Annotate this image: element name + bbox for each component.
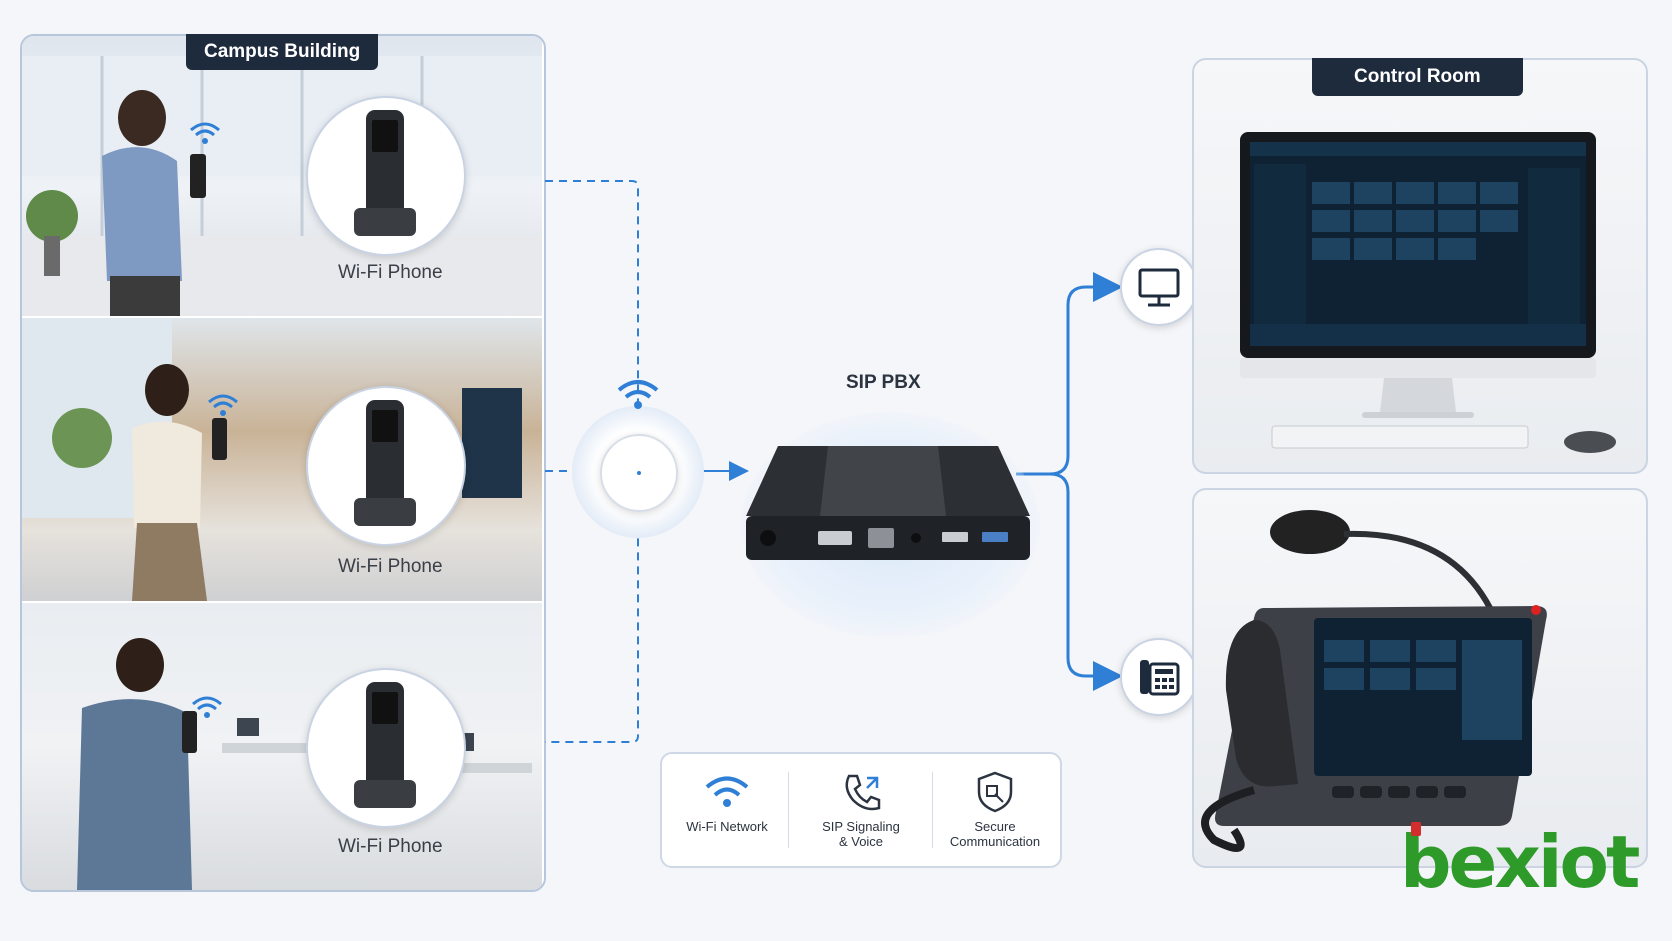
legend-label: Wi-Fi Network (686, 819, 768, 834)
legend-label: Secure Communication (949, 819, 1041, 849)
brand-logo-accent (1411, 822, 1421, 836)
wifi-phone-label-3: Wi-Fi Phone (338, 836, 443, 857)
monitor-icon (1138, 268, 1180, 307)
wifi-phone-label-2: Wi-Fi Phone (338, 556, 443, 577)
wifi-signal-icon (208, 394, 238, 416)
shield-icon (977, 771, 1013, 813)
office-scene-3 (22, 603, 542, 890)
campus-building-title: Campus Building (186, 34, 379, 70)
wifi-phone-circle-1 (306, 96, 466, 256)
scene-divider (22, 316, 542, 318)
sip-pbx-device (746, 446, 1030, 560)
phone-signal-icon (845, 774, 881, 811)
desk-phone-icon (1140, 660, 1180, 696)
wifi-phone-icon (354, 400, 416, 526)
legend-secure-communication: Secure Communication (936, 770, 1054, 849)
wifi-phone-label-1: Wi-Fi Phone (338, 262, 443, 283)
computer-icon-circle (1120, 248, 1198, 326)
dispatch-console-panel (1192, 488, 1648, 868)
access-point-wifi-icon (617, 380, 659, 409)
pbx-to-console-arrow (1049, 472, 1123, 691)
legend-box: Wi-Fi Network SIP Signaling & Voice Secu… (660, 752, 1062, 868)
wifi-icon (705, 776, 749, 807)
wifi-signal-icon (192, 696, 222, 718)
wifi-phone-icon (354, 682, 416, 808)
legend-divider (932, 772, 933, 848)
pbx-to-computer-arrow (1016, 272, 1123, 476)
control-room-title: Control Room (1312, 58, 1523, 96)
wifi-phone-circle-2 (306, 386, 466, 546)
access-point-led (637, 471, 641, 475)
office-scene-2-art (22, 318, 522, 601)
wifi-phone-circle-3 (306, 668, 466, 828)
scene-divider (22, 601, 542, 603)
legend-sip-signaling: SIP Signaling & Voice (792, 770, 930, 849)
wifi-phone-icon (354, 110, 416, 236)
control-room-panel (1192, 58, 1648, 474)
legend-label: SIP Signaling & Voice (822, 819, 900, 849)
control-room-computer (1240, 132, 1616, 453)
wifi-signal-icon (190, 122, 220, 144)
legend-divider (788, 772, 789, 848)
desk-phone-icon-circle (1120, 638, 1198, 716)
pbx-title: SIP PBX (846, 372, 921, 393)
brand-logo: bexiot (1400, 820, 1640, 904)
wifi-access-point (600, 434, 678, 512)
dispatch-console-phone (1201, 510, 1547, 852)
legend-wifi-network: Wi-Fi Network (668, 772, 786, 834)
